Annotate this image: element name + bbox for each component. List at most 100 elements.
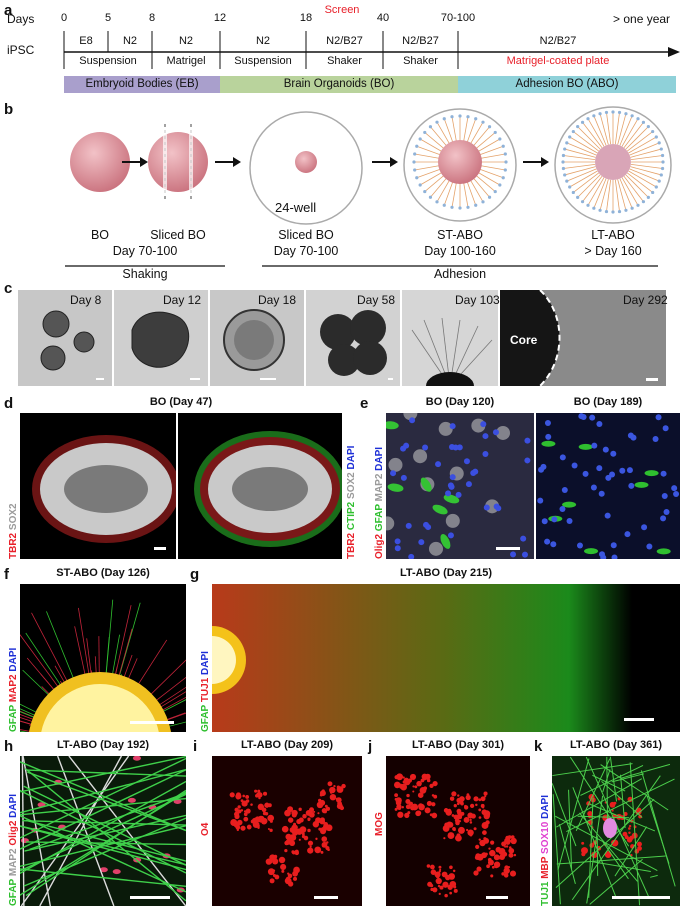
stain-sox2: SOX2 bbox=[8, 503, 19, 533]
day-tick: 70-100 bbox=[440, 12, 476, 24]
day-label: Day 292 bbox=[623, 293, 668, 307]
stage-band-eb: Embryoid Bodies (EB) bbox=[64, 76, 220, 93]
brightfield-day103 bbox=[402, 290, 498, 386]
day-label: Day 58 bbox=[357, 293, 396, 307]
timeline-axis bbox=[63, 31, 680, 69]
day-tick: 8 bbox=[148, 12, 156, 24]
stain-label-k: TUJ1 MBP SOX10 DAPI bbox=[540, 795, 551, 906]
day-tick: 0 bbox=[60, 12, 68, 24]
panel-letter-e: e bbox=[360, 395, 369, 412]
image-h bbox=[20, 756, 186, 906]
group-adhesion: Adhesion bbox=[433, 267, 487, 281]
image-g bbox=[212, 584, 680, 732]
stain-label-d-right: TBR2 CTIP2 SOX2 DAPI bbox=[346, 445, 357, 559]
panel-letter-h: h bbox=[4, 738, 14, 755]
day-label: Day 103 bbox=[455, 293, 500, 307]
panel-letter-g: g bbox=[190, 566, 200, 583]
day-tick: 40 bbox=[376, 12, 390, 24]
image-f bbox=[20, 584, 186, 732]
brightfield-day18 bbox=[210, 290, 304, 386]
stain-olig2: Olig2 bbox=[374, 534, 385, 559]
image-e-right bbox=[536, 413, 680, 559]
brightfield-day8 bbox=[18, 290, 112, 386]
stain-tbr2: TBR2 bbox=[346, 532, 357, 559]
day-label: Day 8 bbox=[70, 293, 102, 307]
stain-dapi: DAPI bbox=[8, 794, 19, 821]
stain-gfap: GFAP bbox=[8, 704, 19, 732]
panel-letter-j: j bbox=[368, 738, 373, 755]
image-d-left bbox=[20, 413, 176, 559]
svg-text:GFAP TUJ1 DAPI: GFAP TUJ1 DAPI bbox=[200, 651, 211, 732]
stain-tbr2: TBR2 bbox=[8, 532, 19, 559]
panel-letter-i: i bbox=[193, 738, 198, 755]
screen-label: Screen bbox=[324, 4, 360, 16]
condition-cell: Matrigel bbox=[166, 55, 206, 67]
stain-ctip2: CTIP2 bbox=[346, 501, 357, 533]
panel-letter-b: b bbox=[4, 101, 14, 118]
group-shaking: Shaking bbox=[122, 267, 168, 281]
stain-label-e: Olig2 GFAP MAP2 DAPI bbox=[374, 447, 385, 559]
stain-label-j: MOG bbox=[374, 812, 385, 836]
condition-cell: Shaker bbox=[403, 55, 438, 67]
stain-o4: O4 bbox=[200, 822, 211, 836]
medium-cell: N2/B27 bbox=[402, 35, 439, 47]
schematic-name: Sliced BO bbox=[278, 228, 334, 242]
bo-organoid bbox=[70, 132, 130, 192]
panel-d-title: BO (Day 47) bbox=[149, 396, 213, 408]
panel-h-title: LT-ABO (Day 192) bbox=[56, 739, 150, 751]
brightfield-day292 bbox=[500, 290, 666, 386]
day-tick: 5 bbox=[104, 12, 112, 24]
svg-text:TBR2 CTIP2 SOX2 DAPI: TBR2 CTIP2 SOX2 DAPI bbox=[346, 445, 357, 559]
end-label: > one year bbox=[613, 12, 671, 26]
svg-text:GFAP MAP2 DAPI: GFAP MAP2 DAPI bbox=[8, 647, 19, 732]
medium-cell: N2 bbox=[178, 35, 194, 47]
well-label: 24-well bbox=[275, 200, 317, 215]
brightfield-day12 bbox=[114, 290, 208, 386]
stain-label-g: GFAP TUJ1 DAPI bbox=[200, 651, 211, 732]
culture-schematic bbox=[65, 106, 672, 267]
schematic-name: ST-ABO bbox=[437, 228, 483, 242]
image-i bbox=[212, 756, 362, 906]
stain-gfap: GFAP bbox=[200, 704, 211, 732]
schematic-day: > Day 160 bbox=[584, 244, 642, 258]
panel-f-title: ST-ABO (Day 126) bbox=[56, 567, 150, 579]
medium-cell: N2 bbox=[255, 35, 271, 47]
stain-map2: MAP2 bbox=[8, 848, 19, 879]
svg-text:TBR2 SOX2: TBR2 SOX2 bbox=[8, 503, 19, 559]
svg-text:O4: O4 bbox=[200, 822, 211, 836]
svg-text:MOG: MOG bbox=[374, 812, 385, 836]
image-e-left bbox=[386, 413, 534, 559]
condition-cell: Matrigel-coated plate bbox=[506, 55, 610, 67]
svg-text:GFAP MAP2 Olig2 DAPI: GFAP MAP2 Olig2 DAPI bbox=[8, 794, 19, 906]
panel-g-title: LT-ABO (Day 215) bbox=[399, 567, 493, 579]
panel-letter-k: k bbox=[534, 738, 543, 755]
stain-sox10: SOX10 bbox=[540, 821, 551, 856]
schematic-day: Day 100-160 bbox=[424, 244, 496, 258]
stain-olig2: Olig2 bbox=[8, 820, 19, 848]
schematic-name: LT-ABO bbox=[591, 228, 635, 242]
ipsc-label: iPSC bbox=[7, 43, 35, 57]
panel-letter-d: d bbox=[4, 395, 14, 412]
medium-cell: N2/B27 bbox=[539, 35, 577, 47]
schematic-day: Day 70-100 bbox=[273, 244, 339, 258]
panel-e-title-left: BO (Day 120) bbox=[425, 396, 495, 408]
condition-cell: Shaker bbox=[327, 55, 362, 67]
condition-cell: Suspension bbox=[79, 55, 137, 67]
panel-letter-f: f bbox=[4, 566, 9, 583]
stain-dapi: DAPI bbox=[8, 647, 19, 674]
sliced-organoid bbox=[148, 132, 208, 192]
schematic-name: BO bbox=[90, 228, 110, 242]
stage-band-abo: Adhesion BO (ABO) bbox=[458, 76, 676, 93]
image-j bbox=[386, 756, 530, 906]
stain-mog: MOG bbox=[374, 812, 385, 836]
panel-j-title: LT-ABO (Day 301) bbox=[411, 739, 505, 751]
stain-label-f: GFAP MAP2 DAPI bbox=[8, 647, 19, 732]
day-label: Day 12 bbox=[163, 293, 202, 307]
svg-text:Olig2 GFAP MAP2 DAPI: Olig2 GFAP MAP2 DAPI bbox=[374, 447, 385, 559]
brightfield-day58 bbox=[306, 290, 400, 386]
panel-k-title: LT-ABO (Day 361) bbox=[569, 739, 663, 751]
stage-band-bo: Brain Organoids (BO) bbox=[220, 76, 458, 93]
stain-tuj1: TUJ1 bbox=[200, 677, 211, 705]
medium-cell: N2/B27 bbox=[326, 35, 363, 47]
day-tick: 12 bbox=[213, 12, 227, 24]
